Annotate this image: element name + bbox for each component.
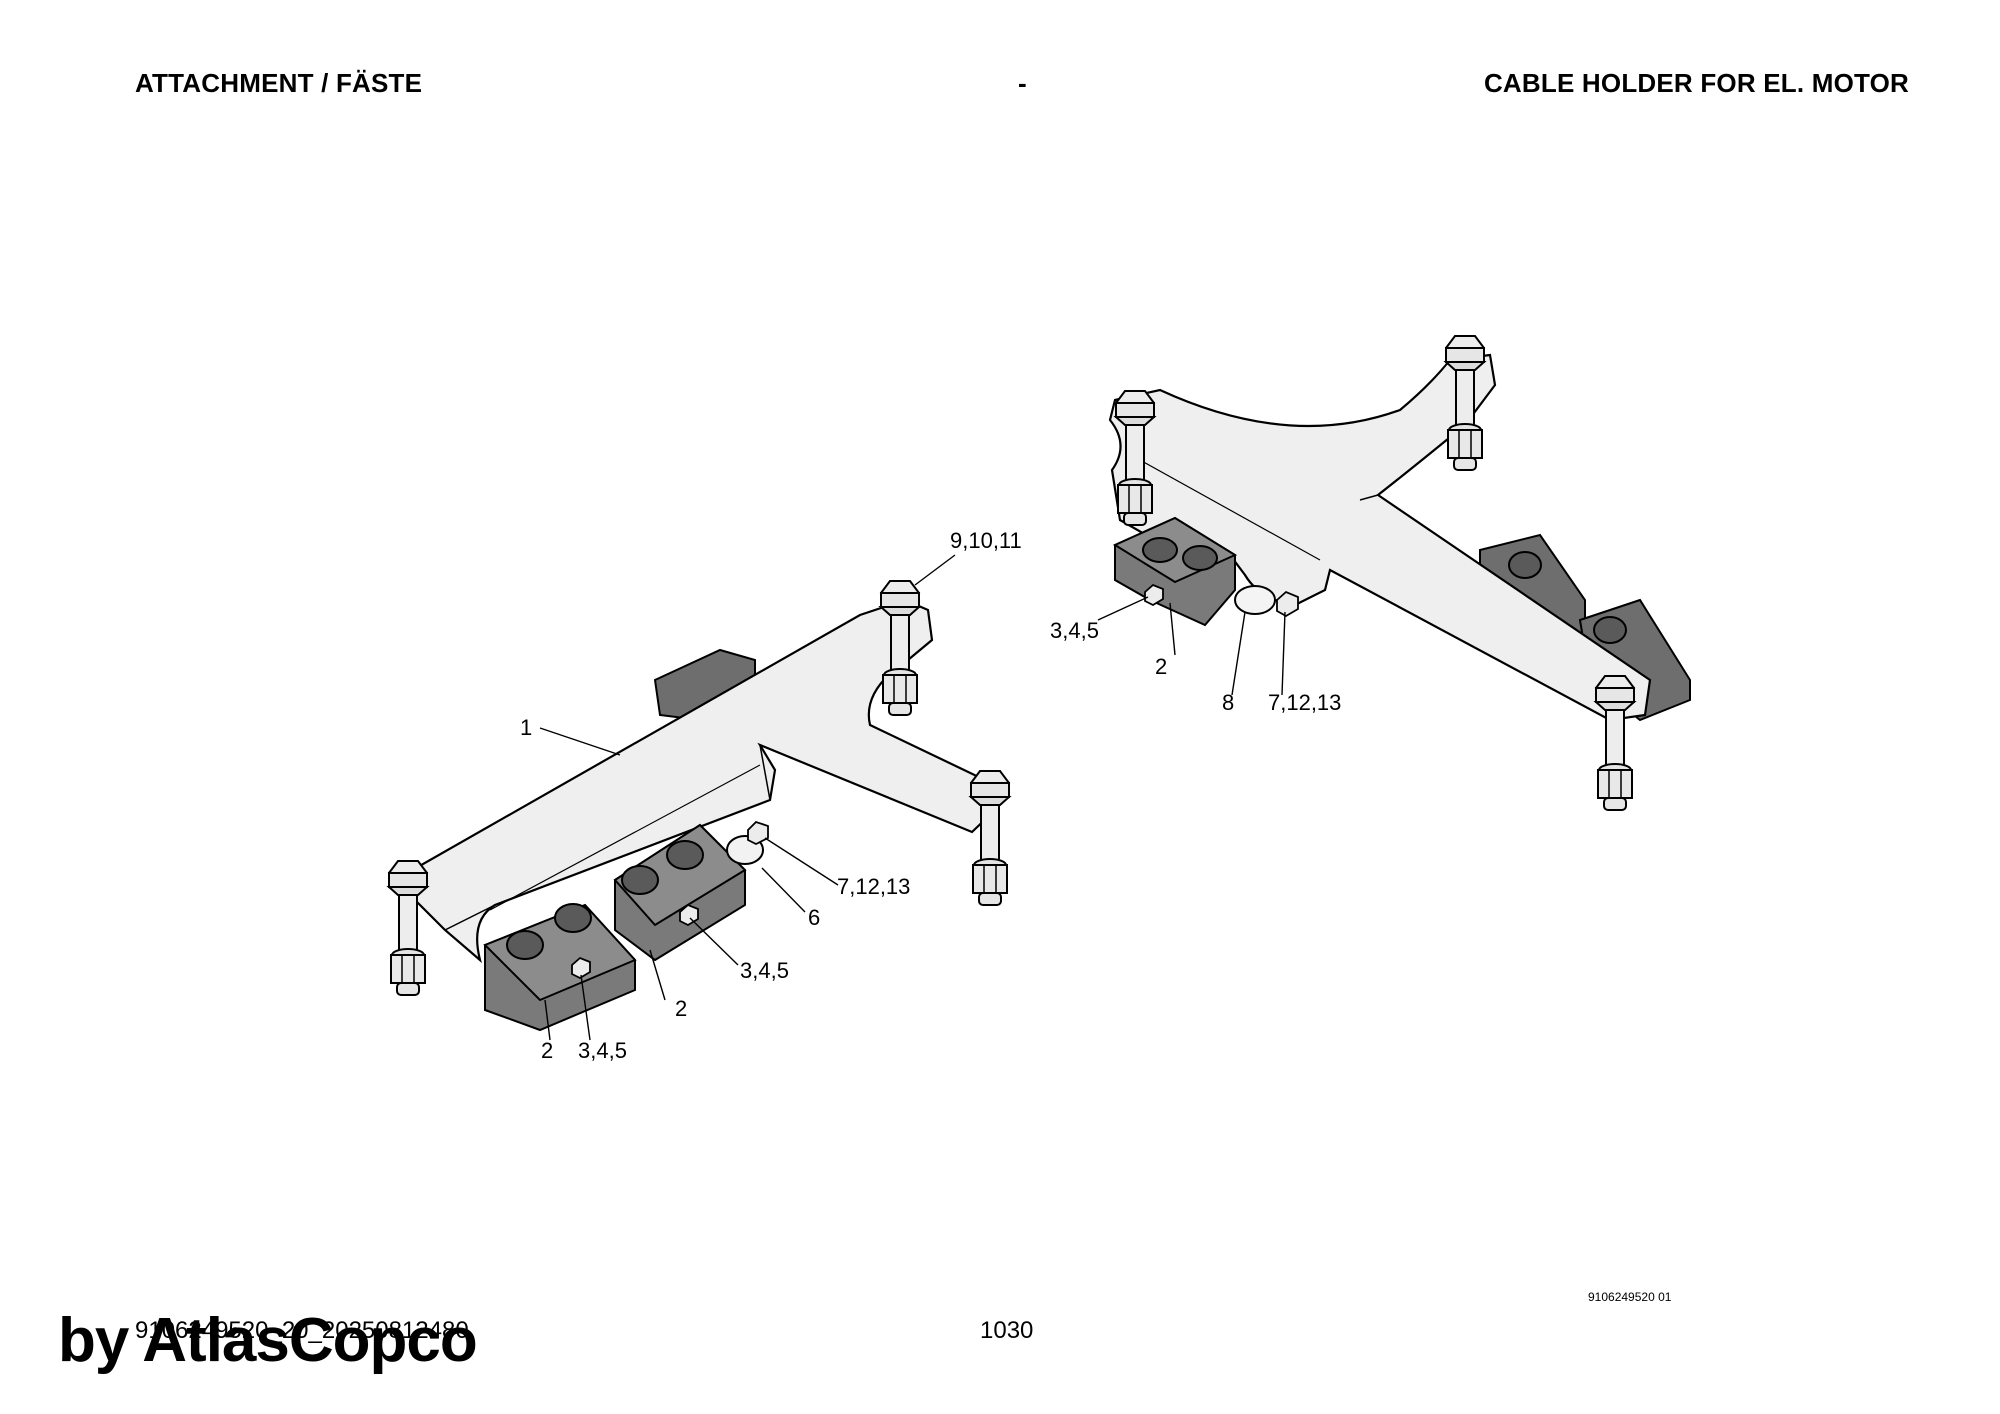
left-assembly-view [388,580,1010,1032]
callout-3-4-5-right: 3,4,5 [1050,618,1099,643]
callout-7-12-13-right: 7,12,13 [1268,690,1341,715]
callout-7-12-13-left: 7,12,13 [837,874,910,899]
leader-lines [539,554,1286,1041]
callout-3-4-5-left-b: 3,4,5 [578,1038,627,1063]
callout-2-right: 2 [1155,654,1167,679]
header-middle-dash: - [1018,68,1027,98]
callout-1: 1 [520,715,532,740]
callout-2-left-a: 2 [675,996,687,1021]
callout-9-10-11: 9,10,11 [950,528,1022,553]
callout-8: 8 [1222,690,1234,715]
header-left-title: ATTACHMENT / FÄSTE [135,68,423,98]
callout-3-4-5-left-a: 3,4,5 [740,958,789,983]
callout-6: 6 [808,905,820,930]
watermark: by AtlasCopco [58,1306,478,1375]
right-assembly-view [1108,335,1691,811]
document-id: 9106249520_20_20250812480 [135,1317,469,1344]
page-number: 1030 [980,1317,1034,1344]
header-right-title: CABLE HOLDER FOR EL. MOTOR [1483,68,1909,98]
drawing-reference-number: 9106249520 01 [1588,1290,1672,1304]
callout-2-left-b: 2 [541,1038,553,1063]
